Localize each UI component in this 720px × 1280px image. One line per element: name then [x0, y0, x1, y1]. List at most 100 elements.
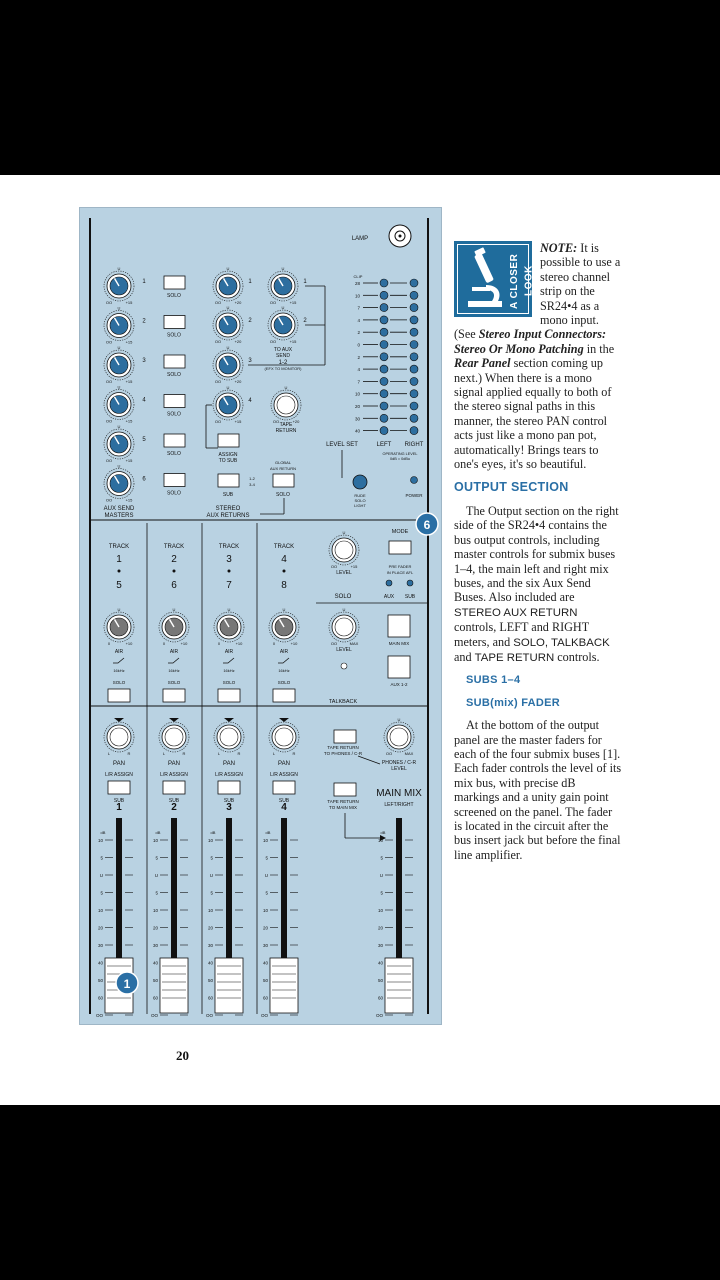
- khz-label: 16kHz: [113, 668, 124, 673]
- knob-unity-label: U: [343, 607, 346, 612]
- stereo-aux-returns-label-2: AUX RETURNS: [206, 513, 249, 519]
- knob-unity-label: U: [118, 385, 121, 390]
- knob-max-label: +15: [351, 564, 359, 569]
- aux-led: [385, 579, 393, 587]
- knob-max-label: MAX: [350, 641, 359, 646]
- tape-return-label-2: RETURN: [276, 428, 297, 434]
- knob-max-label: +15: [126, 458, 134, 463]
- main-mix-button-label: MAIN MIX: [389, 641, 410, 646]
- to-aux-send-label-4: (EFX TO MONITOR): [265, 366, 303, 371]
- knob-unity-label: U: [283, 607, 286, 612]
- knob-scale-ring: [270, 389, 302, 421]
- knob-pointer: [168, 728, 175, 738]
- knob-scale-ring: [103, 428, 135, 460]
- fader-scale-label: 5: [265, 891, 268, 896]
- meter-led-left: [379, 389, 389, 398]
- khz-label: 16kHz: [223, 668, 234, 673]
- knob-unity-label: U: [228, 717, 231, 722]
- knob-max-label: +15: [126, 340, 134, 345]
- sub-number: 3: [226, 802, 232, 813]
- fader-scale-label: 5: [100, 856, 103, 861]
- meter-scale-label: 4: [357, 367, 360, 372]
- knob-min-label: L: [108, 751, 111, 756]
- knob-pointer: [113, 475, 120, 484]
- knob-min-label: OO: [270, 339, 276, 344]
- fader-scale-label: 10: [153, 908, 159, 913]
- pan-indicator: [169, 718, 179, 722]
- knob-pointer: [222, 396, 229, 406]
- db-label: dB: [156, 830, 161, 835]
- fader-scale-label: 5: [265, 856, 268, 861]
- meter-led-left: [379, 426, 389, 435]
- clip-label: CLIP: [354, 274, 363, 279]
- aux-1-2-talk-button: [387, 655, 411, 679]
- fader-slot: [281, 818, 287, 1013]
- fader-scale-label: OO: [206, 1013, 214, 1018]
- meter-led-left: [379, 278, 389, 288]
- knob-max-label: R: [293, 751, 296, 756]
- air-label: AIR: [225, 649, 234, 655]
- knob-unity-label: U: [118, 464, 121, 469]
- solo-label: SOLO: [167, 491, 181, 497]
- solo-button: [163, 275, 186, 290]
- global-solo-label: SOLO: [276, 492, 290, 498]
- fader-scale-label: 30: [378, 943, 384, 948]
- knob-pointer: [277, 277, 284, 287]
- meter-led-right: [409, 315, 419, 325]
- fader-scale-label: 10: [378, 838, 384, 843]
- db-label: dB: [211, 830, 216, 835]
- fader-scale-label: 5: [380, 856, 383, 861]
- db-label: dB: [101, 830, 106, 835]
- meter-scale-label: 7: [357, 306, 360, 311]
- knob-unity-label: U: [118, 345, 121, 350]
- fader-scale-label: 50: [378, 978, 384, 983]
- meter-scale-label: 28: [355, 281, 361, 286]
- knob-min-label: OO: [331, 641, 337, 646]
- fader-scale-label: 20: [378, 926, 384, 931]
- knob-max-label: +15: [126, 419, 134, 424]
- aux-send-masters-label-2: MASTERS: [104, 513, 133, 519]
- tape-return-main-label-2: TO MAIN MIX: [329, 805, 357, 810]
- knob-pointer: [222, 316, 229, 326]
- meter-scale-label: 40: [355, 429, 361, 434]
- meter-led-left: [379, 315, 389, 325]
- meter-led-right: [409, 352, 419, 362]
- track-number-bottom: 5: [116, 580, 122, 591]
- aux-return-number: 2: [303, 318, 307, 324]
- meter-scale-label: 0: [357, 343, 360, 348]
- knob-scale-ring: [267, 309, 299, 341]
- channel-solo-button: [272, 688, 296, 703]
- page-number: 20: [176, 1048, 189, 1063]
- level-label: LEVEL: [336, 570, 352, 576]
- knob-max-label: +20: [235, 339, 243, 344]
- meter-scale-label: 10: [355, 293, 361, 298]
- fader-scale-label: 50: [263, 978, 269, 983]
- fader-scale-label: 50: [208, 978, 214, 983]
- air-label: AIR: [280, 649, 289, 655]
- talkback-label: TALKBACK: [329, 699, 358, 705]
- aux-return-number: 4: [248, 398, 252, 404]
- sub-label: SUB: [223, 492, 234, 498]
- lr-assign-button: [162, 780, 186, 795]
- channel-solo-label: SOLO: [223, 680, 236, 685]
- knob-unity-label: U: [227, 266, 230, 271]
- knob-pointer: [223, 728, 230, 738]
- fader-scale-label: 5: [100, 891, 103, 896]
- knob-scale-ring: [158, 721, 190, 753]
- fader-scale-label: 50: [98, 978, 104, 983]
- air-label: AIR: [115, 649, 124, 655]
- knob-unity-label: U: [282, 266, 285, 271]
- fader-scale-label: 40: [208, 961, 214, 966]
- knob-pointer: [113, 317, 120, 326]
- fader-scale-label: 5: [155, 891, 158, 896]
- pan-label: PAN: [223, 761, 235, 767]
- fader-scale-label: OO: [151, 1013, 159, 1018]
- aux-send-masters-label: AUX SEND: [104, 506, 135, 512]
- power-label: POWER: [405, 493, 423, 498]
- meter-scale-label: 2: [357, 330, 360, 335]
- knob-scale-ring: [383, 721, 415, 753]
- lr-assign-label: L/R ASSIGN: [160, 772, 188, 778]
- fader-scale-label: OO: [96, 1013, 104, 1018]
- fader-scale-label: 5: [210, 891, 213, 896]
- knob-pointer: [113, 618, 120, 628]
